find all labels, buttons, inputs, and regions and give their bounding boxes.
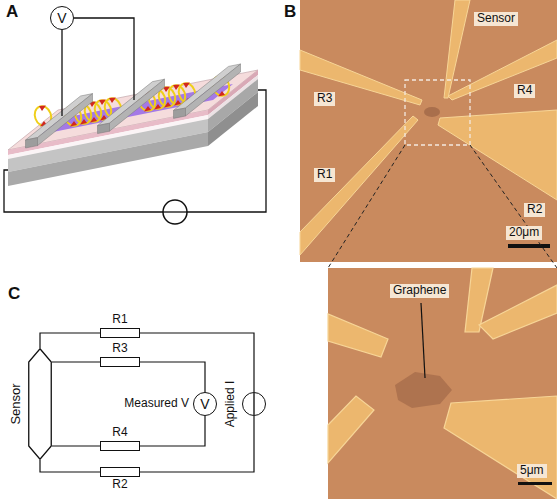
current-source-symbol — [163, 200, 187, 224]
electrode-label: R2 — [524, 203, 545, 217]
wire — [187, 90, 266, 212]
zoom-box — [405, 80, 470, 145]
scale-label: 5μm — [517, 464, 547, 478]
graphene-flake — [395, 372, 452, 408]
component-label: R2 — [112, 478, 127, 492]
sensor-symbol: Sensor — [28, 348, 52, 460]
current-source-symbol — [163, 211, 187, 212]
component-label: Measured V — [124, 397, 189, 411]
wire — [4, 170, 163, 212]
current-source-mark — [253, 393, 254, 415]
panel-letter: A — [6, 2, 18, 22]
scale-bar — [508, 244, 550, 248]
substrate-layer — [208, 92, 258, 146]
electrode — [98, 79, 165, 133]
micrograph-ground — [300, 0, 557, 262]
circuit-wire — [140, 416, 205, 446]
micrograph-ground — [328, 268, 557, 499]
resistor-symbol: R1 — [100, 328, 140, 338]
material-label: Graphene — [390, 284, 449, 298]
zoom-line — [470, 145, 557, 268]
component-label: Applied I — [224, 381, 238, 428]
voltmeter-symbol: V — [50, 6, 74, 30]
contact-electrode — [300, 0, 557, 255]
electrode — [26, 94, 93, 148]
electrode — [174, 64, 241, 118]
symbol-letter: V — [200, 396, 209, 412]
symbol-letter: V — [57, 10, 66, 26]
circuit-wire — [140, 362, 205, 392]
micrograph — [300, 0, 557, 262]
component-label: R4 — [112, 426, 127, 440]
leader-line — [421, 303, 425, 378]
resistor-symbol: R2 — [100, 467, 140, 477]
wire — [74, 18, 134, 100]
scale-bar — [518, 482, 552, 485]
circuit-wire — [52, 445, 100, 446]
electrode-label: R4 — [514, 84, 535, 98]
scale-label: 20μm — [506, 226, 542, 240]
graphene-flake — [424, 107, 440, 117]
wire — [61, 30, 62, 116]
resistor-symbol: R3 — [100, 357, 140, 367]
panel-letter: B — [284, 2, 296, 22]
resistor-symbol: R4 — [100, 441, 140, 451]
current-source-symbol: Applied I — [242, 392, 266, 416]
component-label: R3 — [112, 342, 127, 356]
current-source-mark — [243, 393, 265, 415]
contact-electrode — [328, 268, 557, 499]
electrode-label: R1 — [314, 168, 335, 182]
sensor-outline — [28, 348, 52, 460]
panel-letter: C — [8, 284, 20, 304]
device-schematic — [4, 18, 266, 224]
circuit-wire — [40, 460, 100, 472]
component-label: R1 — [112, 313, 127, 327]
circuit-wire — [52, 361, 100, 362]
component-label: Sensor — [9, 383, 24, 424]
circuit-wire — [40, 333, 100, 348]
sensor-outline — [29, 349, 52, 460]
voltmeter-symbol: Measured VV — [193, 392, 217, 416]
zoom-line — [328, 145, 405, 268]
electrode-label: Sensor — [474, 12, 518, 26]
micrograph-zoom — [328, 268, 557, 499]
electrode-label: R3 — [314, 92, 335, 106]
